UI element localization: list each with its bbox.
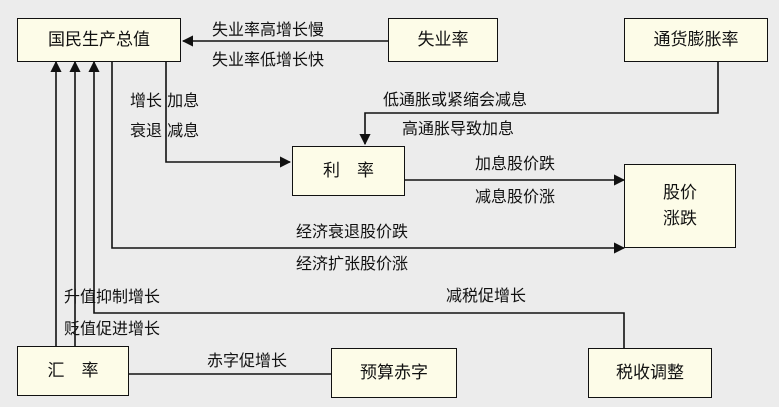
node-inflation-label: 通货膨胀率 bbox=[653, 29, 739, 50]
node-gdp-label: 国民生产总值 bbox=[48, 29, 150, 50]
label-unemp-low: 失业率低增长快 bbox=[212, 50, 325, 69]
node-deficit-label: 预算赤字 bbox=[360, 362, 428, 383]
label-high-inflation: 高通胀导致加息 bbox=[402, 119, 515, 138]
label-cut-stock: 减息股价涨 bbox=[475, 187, 556, 206]
arrow-gdp-to-interest bbox=[165, 62, 292, 168]
node-tax: 税收调整 bbox=[588, 348, 712, 398]
node-tax-label: 税收调整 bbox=[616, 362, 684, 383]
label-expansion-stock: 经济扩张股价涨 bbox=[296, 254, 409, 273]
node-unemployment: 失业率 bbox=[388, 18, 498, 62]
node-gdp: 国民生产总值 bbox=[17, 18, 181, 62]
node-deficit: 预算赤字 bbox=[331, 348, 457, 398]
label-recession-stock: 经济衰退股价跌 bbox=[296, 222, 409, 241]
label-low-inflation: 低通胀或紧缩会减息 bbox=[383, 90, 528, 109]
label-appreciation: 升值抑制增长 bbox=[64, 287, 161, 306]
node-interest: 利 率 bbox=[292, 146, 405, 196]
label-tax-cut: 减税促增长 bbox=[446, 286, 527, 305]
label-recession-cut: 衰退 减息 bbox=[130, 121, 200, 140]
node-unemployment-label: 失业率 bbox=[417, 29, 469, 50]
label-growth-hike: 增长 加息 bbox=[130, 91, 200, 110]
node-inflation: 通货膨胀率 bbox=[624, 18, 768, 62]
label-deficit-growth: 赤字促增长 bbox=[207, 351, 288, 370]
arrow-gdp-to-stock bbox=[111, 62, 626, 254]
arrow-inflation-to-interest bbox=[359, 62, 719, 146]
node-stock: 股价 涨跌 bbox=[624, 164, 736, 248]
node-stock-label-line1: 股价 bbox=[663, 182, 697, 203]
node-stock-label-line2: 涨跌 bbox=[663, 209, 697, 229]
label-hike-stock: 加息股价跌 bbox=[475, 154, 556, 173]
label-depreciation: 贬值促进增长 bbox=[64, 319, 161, 338]
arrow-tax-to-gdp bbox=[88, 60, 625, 348]
node-exchange: 汇 率 bbox=[17, 346, 129, 396]
label-unemp-high: 失业率高增长慢 bbox=[212, 20, 325, 39]
node-interest-label: 利 率 bbox=[323, 160, 374, 181]
node-exchange-label: 汇 率 bbox=[47, 360, 99, 381]
